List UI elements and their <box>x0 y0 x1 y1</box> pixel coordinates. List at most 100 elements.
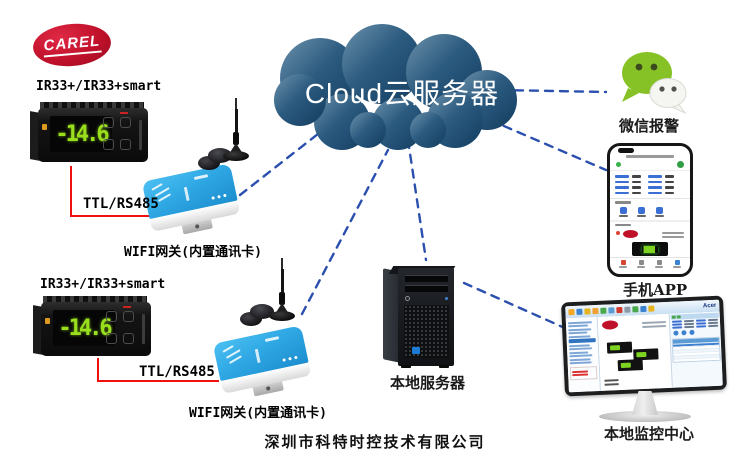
toolbar-icon <box>616 306 623 314</box>
wechat-label: 微信报警 <box>619 117 680 135</box>
link-cloud-phone <box>488 118 608 172</box>
cloud-label: Cloud云服务器 <box>304 78 500 109</box>
controller-body: -14.6 <box>38 108 148 162</box>
controller-button-icon <box>123 332 134 344</box>
server-controls <box>405 295 448 302</box>
nav-icon <box>674 260 680 265</box>
nav-icon <box>620 260 626 265</box>
link-gateway1-cloud <box>238 128 325 197</box>
nav-icon <box>656 260 662 265</box>
toolbar-icon <box>600 307 607 314</box>
controller1-ir33: -14.6 <box>30 102 148 166</box>
phone-label: 手机APP <box>623 281 688 299</box>
event-table <box>671 336 721 363</box>
scada-main-panel <box>597 313 673 391</box>
controller-heatsink <box>40 102 144 110</box>
controller2-ir33: -14.6 <box>33 296 151 360</box>
server-foot <box>401 365 411 368</box>
optical-drive-bay <box>405 275 448 282</box>
alert-dot-icon <box>616 231 620 235</box>
cloud-shape <box>274 24 517 150</box>
gateway-leds <box>282 355 298 362</box>
tree-alarm-box <box>569 366 598 380</box>
controller-button-icon <box>106 311 117 322</box>
server-mesh-grille <box>404 305 449 358</box>
controller-body: -14.6 <box>41 302 151 356</box>
device-thumbnail <box>606 341 633 354</box>
mini-display <box>642 245 658 253</box>
refresh-icon <box>677 161 684 168</box>
wechat-icon <box>622 52 687 115</box>
controller-button-icon <box>123 311 134 322</box>
temperature-value: -14.6 <box>58 315 112 341</box>
panel-info-lines <box>641 319 667 330</box>
link-cloud-wechat <box>498 88 608 94</box>
monitor-bezel: Acer <box>561 295 727 397</box>
wire2-vertical <box>97 358 99 382</box>
power-button-icon <box>405 296 410 301</box>
status-led <box>42 124 47 130</box>
online-dot-icon <box>616 162 621 167</box>
monitor-label: 本地监控中心 <box>604 425 695 443</box>
gateway2 <box>212 325 312 397</box>
company-footer: 深圳市科特时控技术有限公司 <box>264 433 486 451</box>
phone-action-icons <box>610 206 690 222</box>
status-led <box>45 318 50 324</box>
bus1-label: TTL/RS485 <box>83 196 159 212</box>
screen-brand-text: Acer <box>702 302 717 310</box>
temperature-value: -14.6 <box>55 121 109 147</box>
app-icon <box>656 206 663 214</box>
controller-button-icon <box>106 332 117 344</box>
local-server <box>383 266 465 368</box>
server-foot <box>439 365 449 368</box>
carel-brand-text: CAREL <box>41 32 103 58</box>
app-icon <box>638 206 645 214</box>
scada-data-panel <box>669 311 723 388</box>
antenna1 <box>222 98 250 166</box>
toolbar-icon <box>568 309 575 316</box>
toolbar-icon <box>640 305 647 313</box>
controller1-display: -14.6 <box>50 116 112 152</box>
decor-strip <box>139 120 142 150</box>
controller-buttons <box>103 117 131 155</box>
gateway2-label: WIFI网关(内置通讯卡) <box>189 406 327 421</box>
data-panel-icons <box>671 328 719 337</box>
decor-strip <box>142 314 145 344</box>
toolbar-icon <box>632 306 639 313</box>
wire2-horizontal <box>97 380 219 382</box>
link-cloud-server <box>406 138 428 262</box>
link-gateway2-cloud <box>300 148 390 316</box>
toolbar-icon <box>592 307 599 315</box>
server-led-icon <box>445 297 448 300</box>
table-row <box>673 356 720 362</box>
decor-mark <box>123 306 131 308</box>
phone-app <box>607 143 693 277</box>
nav-icon <box>638 260 644 265</box>
controller-buttons <box>106 311 134 349</box>
toolbar-icon <box>608 307 615 314</box>
controller-heatsink <box>43 296 147 304</box>
controller-button-icon <box>120 117 131 128</box>
controller-button-icon <box>103 138 114 150</box>
phone-device-image <box>632 242 668 256</box>
controller2-label: IR33+/IR33+smart <box>40 277 166 292</box>
optical-drive-bay <box>405 285 448 292</box>
app-icon <box>620 206 627 214</box>
monitor-screen: Acer <box>565 299 723 393</box>
phone-bottom-nav <box>610 257 690 271</box>
server-label: 本地服务器 <box>390 374 466 392</box>
wire1-vertical <box>70 166 72 217</box>
phone-parameter-grid <box>610 170 690 199</box>
wire1-horizontal <box>70 215 150 217</box>
carel-mini-logo <box>601 320 619 330</box>
panel-footer-lines <box>604 377 619 388</box>
device-thumbnail <box>617 359 644 372</box>
scada-device-tree <box>565 316 601 393</box>
controller1-label: IR33+/IR33+smart <box>36 79 162 94</box>
decor-mark <box>120 112 128 114</box>
gateway1 <box>141 163 241 235</box>
bus2-label: TTL/RS485 <box>139 364 215 380</box>
gateway-leds <box>211 193 227 200</box>
gateway1-label: WIFI网关(内置通讯卡) <box>124 245 262 260</box>
